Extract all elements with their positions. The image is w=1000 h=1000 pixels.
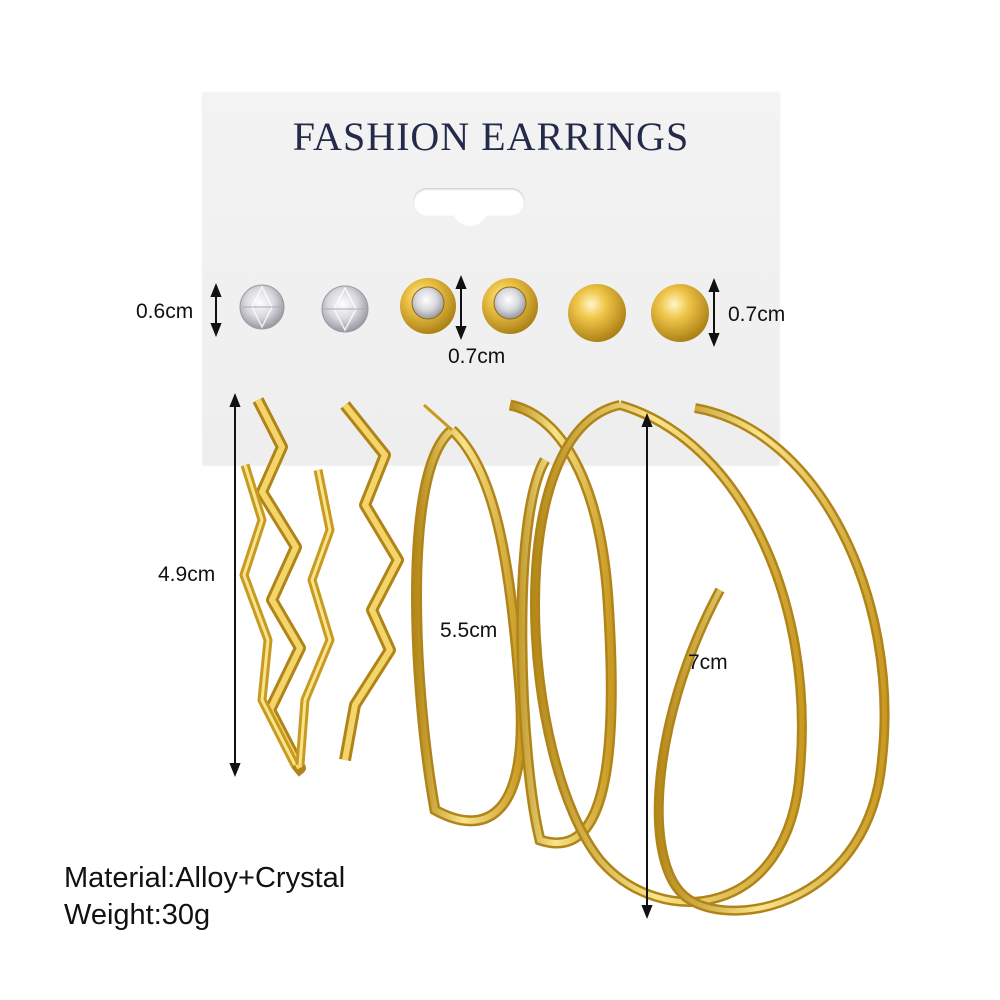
wavy-hoop-right: [295, 401, 404, 766]
large-hoop-left: [530, 400, 807, 907]
material-spec: Material:Alloy+Crystal: [64, 862, 346, 894]
ball-stud-right: [651, 284, 709, 342]
display-card: [203, 93, 779, 465]
medium-hoop-right: [508, 399, 617, 849]
weight-spec: Weight:30g: [64, 899, 211, 931]
label-wavy-hoop: 4.9cm: [158, 563, 216, 586]
label-large-hoop: 7cm: [688, 651, 728, 674]
label-medium-hoop: 5.5cm: [440, 619, 498, 642]
card-title: FASHION EARRINGS: [292, 114, 690, 159]
label-bezel-stud: 0.7cm: [448, 345, 506, 368]
hang-hole-neck: [452, 208, 488, 226]
large-hoop-right: [653, 403, 890, 916]
label-ball-stud: 0.7cm: [728, 303, 786, 326]
bezel-stud-left: [400, 278, 456, 334]
label-crystal-stud: 0.6cm: [136, 300, 194, 323]
bezel-stud-right: [482, 278, 538, 334]
crystal-stud-left: [239, 284, 285, 330]
medium-hoop-left: [411, 403, 527, 827]
ball-stud-left: [568, 284, 626, 342]
wavy-hoop-left: [239, 397, 306, 777]
crystal-stud-right: [321, 285, 369, 333]
